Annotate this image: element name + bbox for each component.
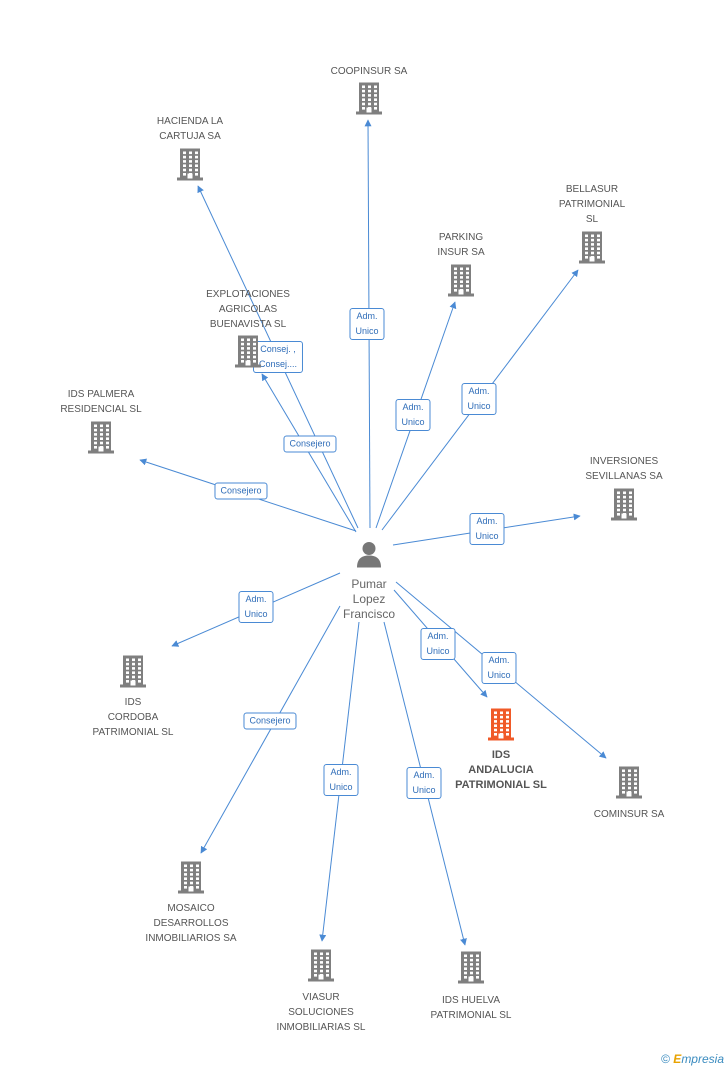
edge-label-idspalmera[interactable]: Consejero [214, 482, 268, 500]
edge-label-cominsur[interactable]: Adm. Unico [481, 652, 517, 684]
building-icon-viasur[interactable] [306, 949, 336, 988]
edge-label-explotaciones[interactable]: Consej. , Consej.... [252, 341, 304, 373]
edge-label-idshuelva[interactable]: Adm. Unico [406, 767, 442, 799]
node-label-idshuelva[interactable]: IDS HUELVA PATRIMONIAL SL [430, 995, 512, 1021]
edge-label-bellasur[interactable]: Adm. Unico [461, 383, 497, 415]
edge-explotaciones [261, 373, 357, 533]
node-label-coopinsur[interactable]: COOPINSUR SA [330, 66, 408, 77]
building-icon-inversiones[interactable] [609, 488, 639, 527]
edge-mosaico [200, 605, 341, 854]
node-label-bellasur[interactable]: BELLASUR PATRIMONIAL SL [558, 184, 626, 225]
node-label-explotaciones[interactable]: EXPLOTACIONES AGRICOLAS BUENAVISTA SL [206, 289, 290, 330]
node-label-viasur[interactable]: VIASUR SOLUCIONES INMOBILIARIAS SL [276, 992, 366, 1033]
center-person-label[interactable]: Pumar Lopez Francisco [342, 577, 396, 621]
building-icon-idspalmera[interactable] [86, 421, 116, 460]
copyright-symbol: © [661, 1052, 670, 1066]
building-icon-parking[interactable] [446, 264, 476, 303]
building-icon-hacienda[interactable] [175, 148, 205, 187]
edge-label-mosaico[interactable]: Consejero [243, 712, 297, 730]
edge-label-hacienda[interactable]: Consejero [283, 435, 337, 453]
node-label-mosaico[interactable]: MOSAICO DESARROLLOS INMOBILIARIOS SA [145, 903, 237, 944]
building-icon-cominsur[interactable] [614, 766, 644, 805]
edge-label-inversiones[interactable]: Adm. Unico [469, 513, 505, 545]
node-label-idsandalucia[interactable]: IDS ANDALUCIA PATRIMONIAL SL [455, 749, 547, 791]
building-icon-coopinsur[interactable] [354, 82, 384, 121]
building-icon-bellasur[interactable] [577, 231, 607, 270]
building-icon-explotaciones[interactable] [233, 335, 263, 374]
node-label-inversiones[interactable]: INVERSIONES SEVILLANAS SA [585, 456, 663, 482]
brand-logo-e: E [673, 1052, 682, 1066]
building-icon-idshuelva[interactable] [456, 951, 486, 990]
node-label-idscordoba[interactable]: IDS CORDOBA PATRIMONIAL SL [92, 697, 174, 738]
node-label-cominsur[interactable]: COMINSUR SA [593, 809, 665, 820]
edge-label-viasur[interactable]: Adm. Unico [323, 764, 359, 796]
node-label-parking[interactable]: PARKING INSUR SA [437, 232, 485, 258]
brand-name: mpresia [681, 1052, 724, 1066]
building-icon-mosaico[interactable] [176, 861, 206, 900]
edge-label-parking[interactable]: Adm. Unico [395, 399, 431, 431]
brand-footer: © Empresia [661, 1052, 724, 1066]
edge-label-idsandalucia[interactable]: Adm. Unico [420, 628, 456, 660]
edge-label-coopinsur[interactable]: Adm. Unico [349, 308, 385, 340]
person-icon[interactable] [354, 540, 384, 575]
building-icon-idscordoba[interactable] [118, 655, 148, 694]
building-icon-idsandalucia[interactable] [486, 708, 516, 747]
node-label-idspalmera[interactable]: IDS PALMERA RESIDENCIAL SL [60, 389, 142, 415]
node-label-hacienda[interactable]: HACIENDA LA CARTUJA SA [156, 116, 224, 142]
edge-label-idscordoba[interactable]: Adm. Unico [238, 591, 274, 623]
